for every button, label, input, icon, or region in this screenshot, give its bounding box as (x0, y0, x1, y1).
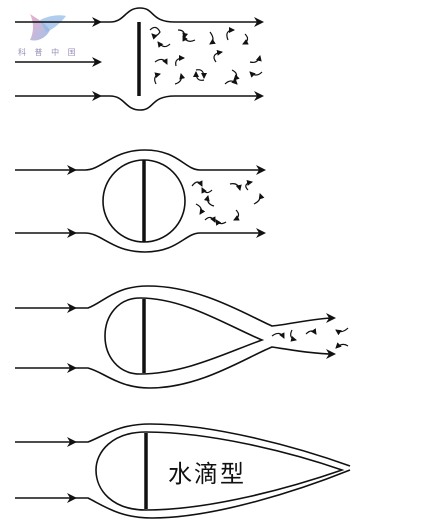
water-drop-body (95, 431, 345, 511)
streamline-top (100, 7, 264, 27)
streamline-bottom (75, 469, 351, 519)
turbulence-vortices (271, 327, 349, 349)
logo-text: 科 普 中 国 (18, 48, 79, 57)
streamline-top (75, 285, 336, 327)
streamline-top (75, 423, 351, 467)
turbulence-vortices (191, 180, 265, 226)
panel-flat-plate (15, 7, 264, 111)
teardrop-body (104, 297, 265, 375)
water-drop-label: 水滴型 (168, 460, 246, 488)
streamline-top (75, 149, 266, 175)
panel-teardrop (15, 285, 349, 389)
streamline-bottom (75, 346, 336, 389)
streamline-bottom (100, 91, 264, 111)
panel-circle (15, 149, 266, 253)
panel-water-drop (15, 423, 351, 519)
turbulence-vortices (149, 26, 263, 85)
streamline-bottom (75, 228, 266, 253)
logo-icon (30, 14, 66, 41)
